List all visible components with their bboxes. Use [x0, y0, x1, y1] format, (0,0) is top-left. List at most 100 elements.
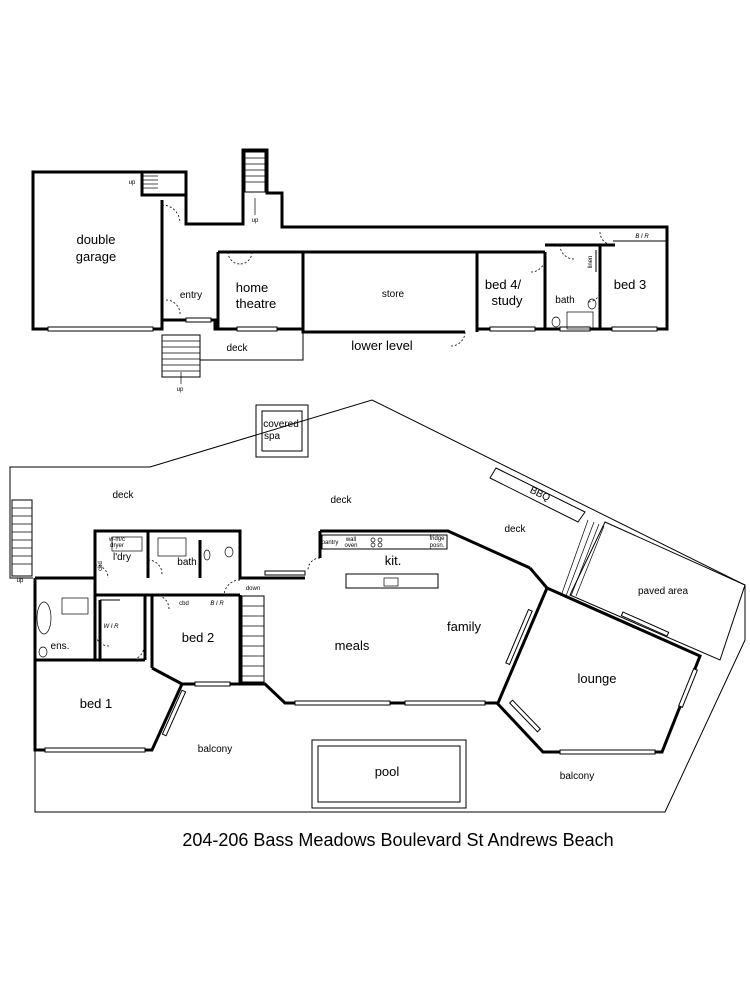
label-up-garage: up [129, 180, 136, 186]
label-bed2: bed 2 [182, 630, 215, 645]
label-down: down [246, 586, 260, 592]
property-address-caption: 204-206 Bass Meadows Boulevard St Andrew… [182, 830, 613, 850]
laundry-bench [111, 536, 143, 552]
lower-level-plan: double garage entry home theatre store b… [31, 148, 669, 393]
label-fridge-2: posn. [430, 543, 445, 549]
upper-level-plan: covered spa deck deck deck BBQ paved are… [9, 399, 746, 813]
bath-door [147, 559, 163, 575]
meals-window [294, 700, 391, 706]
label-bed3: bed 3 [614, 277, 647, 292]
ldry-door [94, 564, 109, 579]
covered-spa [255, 404, 309, 458]
label-lower-bath: bath [555, 295, 574, 306]
bed3-window [611, 326, 658, 332]
label-store: store [382, 289, 405, 300]
label-double-garage-2: garage [76, 249, 116, 264]
label-wm-2: dryer [110, 543, 124, 549]
ramp-line-2 [565, 521, 595, 597]
pool-outer [311, 739, 467, 809]
kitchen-bench [321, 534, 448, 550]
covered-spa-inner [261, 410, 303, 452]
garage-stair [142, 175, 158, 189]
label-pantry: pantry [322, 540, 339, 546]
label-bed2-bir: B I R [210, 601, 224, 607]
label-balcony-left: balcony [198, 744, 232, 755]
hall-door [223, 579, 241, 597]
entry-door [165, 299, 181, 315]
upper-deck-boundary [9, 399, 746, 813]
label-wall-oven-2: oven [344, 543, 357, 549]
bed3-door [599, 231, 614, 246]
label-lower-level: lower level [351, 338, 413, 353]
upper-bath-basin [203, 549, 211, 561]
left-stair [11, 499, 33, 577]
label-deck-center: deck [330, 495, 352, 506]
bed4-door [530, 257, 546, 273]
hall-window [264, 570, 306, 576]
label-kit: kit. [385, 553, 402, 568]
theatre-door-1 [227, 251, 241, 265]
label-cbd-bed2: cbd [179, 601, 189, 607]
label-wm-1: w-m/c [108, 537, 125, 543]
ramp-line-4 [575, 525, 605, 597]
ens-bath [36, 601, 52, 635]
kitchen-island [345, 573, 439, 589]
ens-door [129, 645, 145, 661]
garage-entry-door [161, 204, 181, 224]
label-double-garage-1: double [76, 232, 115, 247]
label-paved-area: paved area [638, 586, 688, 597]
theatre-window [236, 326, 278, 332]
label-meals: meals [335, 638, 370, 653]
lounge-window [559, 749, 656, 755]
lounge-east-window [678, 668, 698, 708]
lower-outer-wall [33, 170, 188, 197]
ramp-line-3 [570, 523, 600, 597]
upper-outer-wall [33, 578, 702, 754]
entry-stair [161, 334, 201, 384]
label-entry: entry [180, 290, 202, 301]
entry-window [185, 317, 212, 323]
label-pool: pool [375, 764, 400, 779]
label-home-theatre-2: theatre [236, 296, 276, 311]
lounge-north-window [620, 611, 670, 637]
upper-bath-toilet [224, 546, 234, 558]
ens-shower [61, 597, 89, 615]
garage-door [47, 326, 154, 332]
pool-inner [317, 745, 461, 803]
kitchen-side-door [307, 557, 321, 571]
garage-wall [31, 170, 164, 331]
label-lower-deck: deck [226, 343, 248, 354]
label-balcony-right: balcony [560, 771, 594, 782]
bed4-window [489, 326, 536, 332]
label-lounge: lounge [577, 671, 616, 686]
bed1-window [44, 747, 146, 753]
down-stair [241, 595, 265, 683]
cooktop [370, 537, 383, 548]
upper-bath-shower [157, 537, 187, 557]
label-up-entry: up [177, 387, 184, 393]
bath-door [559, 244, 575, 260]
label-family: family [447, 619, 481, 634]
label-up-top: up [252, 218, 259, 224]
label-wall-oven-1: wall [345, 537, 356, 543]
family-ne-wall [528, 567, 549, 589]
wir-door [94, 631, 110, 647]
label-ens: ens. [51, 641, 70, 652]
label-deck-right: deck [504, 524, 526, 535]
label-bed1: bed 1 [80, 696, 113, 711]
bed3-bath-door [587, 289, 601, 303]
label-cbd-ldry: cbd [98, 561, 104, 571]
label-linen: linen [588, 256, 594, 269]
bbq-counter [489, 467, 586, 523]
label-covered-spa-2: spa [264, 431, 281, 442]
bed2-window [194, 681, 231, 687]
label-bed4-1: bed 4/ [485, 277, 522, 292]
store-door [450, 331, 466, 347]
kitchen-sink [383, 577, 399, 587]
label-ldry: l'dry [113, 552, 131, 563]
kitchen-north-wall [320, 529, 531, 570]
paved-area [569, 521, 746, 661]
theatre-door-2 [239, 251, 253, 265]
bed2-south-wall [151, 666, 183, 686]
